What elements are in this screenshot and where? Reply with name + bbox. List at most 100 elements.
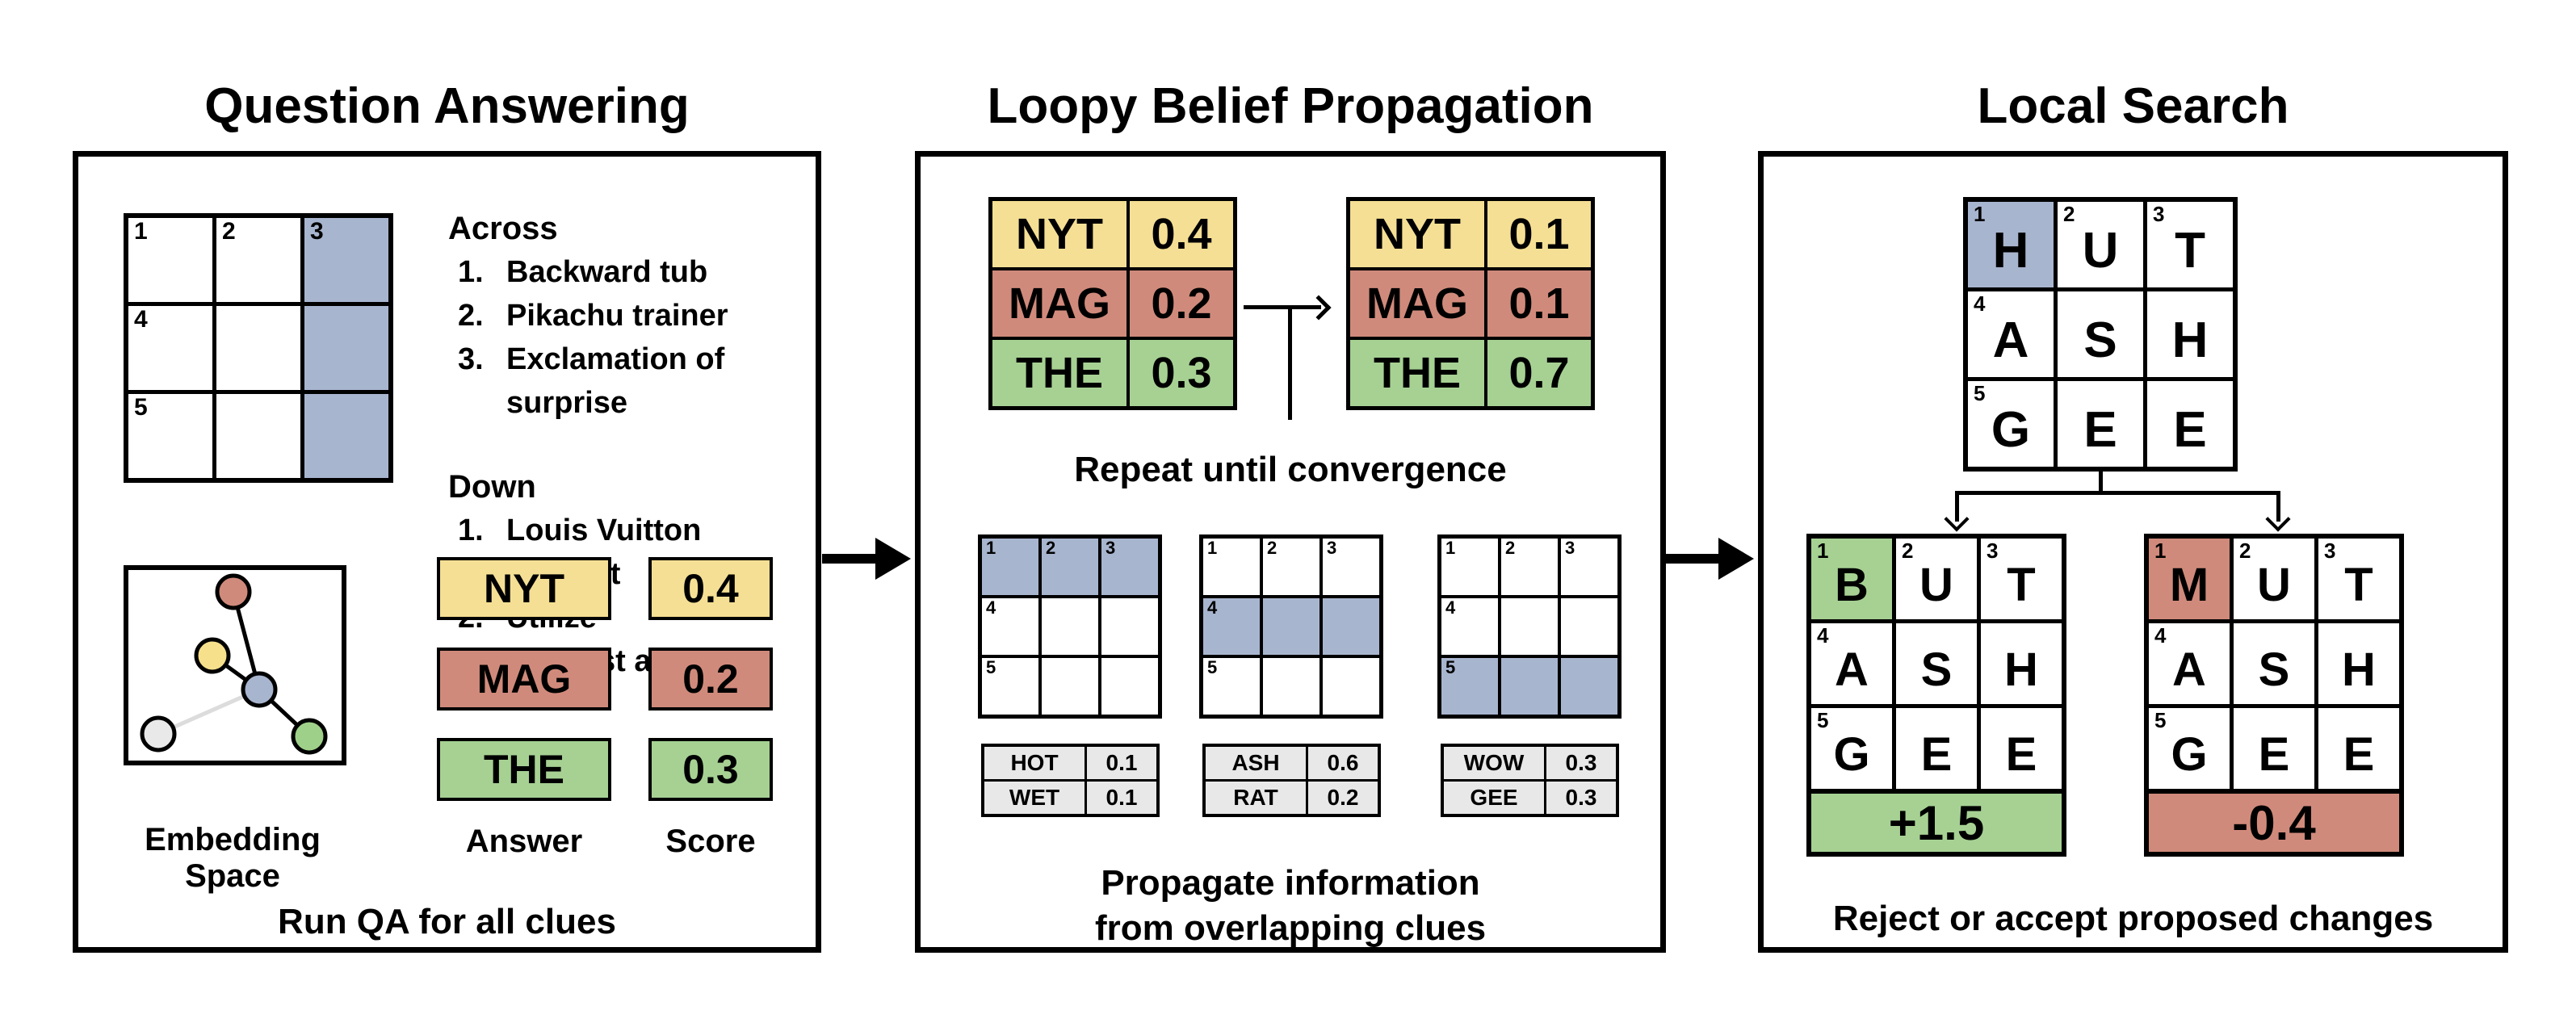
table-label-cell: WOW xyxy=(1444,747,1544,779)
table-label-cell: WET xyxy=(984,782,1085,814)
cell-number: 4 xyxy=(134,306,148,333)
crossword-cell: 4 xyxy=(1441,598,1498,655)
cell-number: 3 xyxy=(1327,538,1337,558)
cell-number: 3 xyxy=(2324,539,2336,563)
cell-number: 2 xyxy=(1046,538,1056,558)
table-label-cell: NYT xyxy=(992,201,1126,267)
cell-number: 2 xyxy=(222,218,236,245)
answer-box: THE xyxy=(437,738,611,801)
crossword-grid: 1 2 3 4 5 xyxy=(124,213,393,483)
clue-text: Exclamation of surprise xyxy=(506,342,725,420)
crossword-cell-shaded xyxy=(304,394,388,478)
cell-number: 5 xyxy=(1445,657,1456,677)
arrow-qa-to-bp-icon xyxy=(822,538,913,580)
crossword-cell-shaded: 3 xyxy=(304,218,388,302)
qa-caption: Run QA for all clues xyxy=(278,902,616,941)
table-value-cell: 0.3 xyxy=(1546,747,1616,779)
branch-stem-line xyxy=(2099,472,2103,493)
clue-text: Pikachu trainer xyxy=(506,299,728,333)
cell-number: 2 xyxy=(1505,538,1516,558)
ls-caption: Reject or accept proposed changes xyxy=(1832,899,2434,938)
cell-number: 3 xyxy=(2153,202,2165,226)
table-label-cell: MAG xyxy=(992,270,1126,337)
crossword-cell xyxy=(1042,598,1098,655)
bp-caption-line2: from overlapping clues xyxy=(1094,908,1487,948)
crossword-cell: 1 xyxy=(1441,539,1498,595)
table-label-cell: RAT xyxy=(1206,782,1306,814)
table-value-cell: 0.3 xyxy=(1130,340,1233,406)
update-arrow-line xyxy=(1244,305,1321,309)
cell-number: 3 xyxy=(1565,538,1575,558)
crossword-cell: 5 xyxy=(982,658,1038,715)
arrow-shaft xyxy=(822,554,879,564)
arrow-bp-to-ls-icon xyxy=(1665,538,1756,580)
cell-number: 2 xyxy=(2063,202,2075,226)
cell-letter: U xyxy=(1919,558,1953,611)
crossword-cell: E xyxy=(1981,708,2062,789)
cell-number: 1 xyxy=(134,218,148,245)
crossword-cell: 5 xyxy=(128,394,212,478)
arrow-head xyxy=(875,538,911,580)
cell-letter: T xyxy=(2344,558,2373,611)
crossword-cell: H xyxy=(1981,623,2062,704)
embedding-node-red xyxy=(215,573,252,610)
crossword-cell: E xyxy=(2234,708,2314,789)
cell-letter: U xyxy=(2082,222,2119,279)
crossword-cell xyxy=(216,394,300,478)
update-arrow-head-icon xyxy=(1306,295,1332,321)
cell-number: 4 xyxy=(2154,623,2167,648)
embedding-edge-blue-gray xyxy=(157,687,261,736)
cell-number: 1 xyxy=(2154,539,2167,563)
table-label-cell: GEE xyxy=(1444,782,1544,814)
cell-number: 1 xyxy=(1207,538,1218,558)
crossword-cell: H xyxy=(2318,623,2399,704)
cell-number: 4 xyxy=(986,597,996,618)
arrow-head xyxy=(1718,538,1754,580)
cell-letter: S xyxy=(2083,312,2117,368)
embedding-node-gray xyxy=(140,715,177,752)
cell-letter: G xyxy=(1991,401,2031,458)
cell-number: 2 xyxy=(1267,538,1278,558)
crossword-cell: E xyxy=(2318,708,2399,789)
branch-cross-line xyxy=(1955,491,2280,495)
cell-letter: H xyxy=(2004,643,2038,696)
cell-letter: T xyxy=(2007,558,2036,611)
crossword-cell-shaded xyxy=(1263,598,1319,655)
crossword-cell: 2 xyxy=(1263,539,1319,595)
cell-letter: S xyxy=(2258,643,2290,696)
crossword-cell-shaded xyxy=(1501,658,1558,715)
crossword-cell xyxy=(216,306,300,390)
crossword-cell xyxy=(1263,658,1319,715)
table-value-cell: 0.4 xyxy=(1130,201,1233,267)
bp-caption: Propagate information from overlapping c… xyxy=(921,861,1660,951)
crossword-cell: 5 xyxy=(1203,658,1260,715)
cell-number: 1 xyxy=(1817,539,1829,563)
embedding-space-box xyxy=(124,565,346,765)
crossword-cell-shaded xyxy=(1323,598,1379,655)
crossword-cell: 3 xyxy=(1561,539,1617,595)
cell-letter: A xyxy=(1835,643,1869,696)
clue-number: 3. xyxy=(458,342,484,376)
across-heading: Across xyxy=(448,211,558,246)
cell-letter: E xyxy=(1920,727,1953,781)
embedding-graph xyxy=(140,573,328,755)
crossword-cell-shaded: 3 xyxy=(1101,539,1158,595)
score-column-label: Score xyxy=(665,824,756,859)
table-label-cell: NYT xyxy=(1350,201,1484,267)
table-value-cell: 0.2 xyxy=(1308,782,1378,814)
repeat-label: Repeat until convergence xyxy=(1074,450,1507,489)
